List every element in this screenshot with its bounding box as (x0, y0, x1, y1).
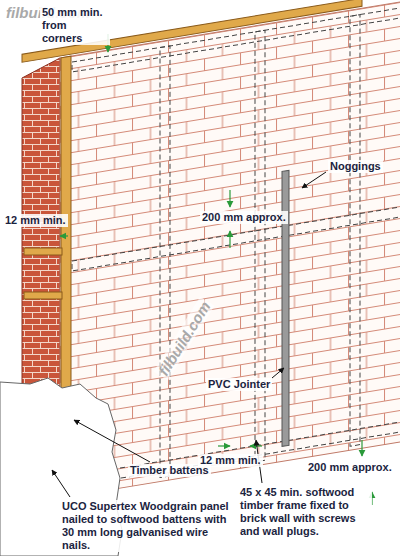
part-label: Noggings (328, 160, 383, 173)
timber-batten (24, 248, 62, 255)
dimension-label: 12 mm min. (3, 214, 68, 227)
dimension-label: 50 mm min. from corners (40, 6, 110, 45)
watermark: filbuild.com (154, 297, 215, 381)
dimension-label: 200 mm approx. (306, 461, 394, 474)
timber-frame (72, 8, 400, 492)
note-label: UCO Supertex Woodgrain panel nailed to s… (60, 500, 236, 552)
leader-lines (52, 172, 326, 497)
part-label: Timber battens (128, 464, 211, 477)
timber-batten (22, 0, 362, 62)
dimension-label: 200 mm approx. (200, 211, 288, 224)
dimension-arrows (42, 34, 372, 505)
note-label: 45 x 45 min. softwood timber frame fixed… (238, 486, 372, 538)
part-label: PVC Jointer (206, 378, 272, 391)
timber-batten (24, 292, 62, 299)
